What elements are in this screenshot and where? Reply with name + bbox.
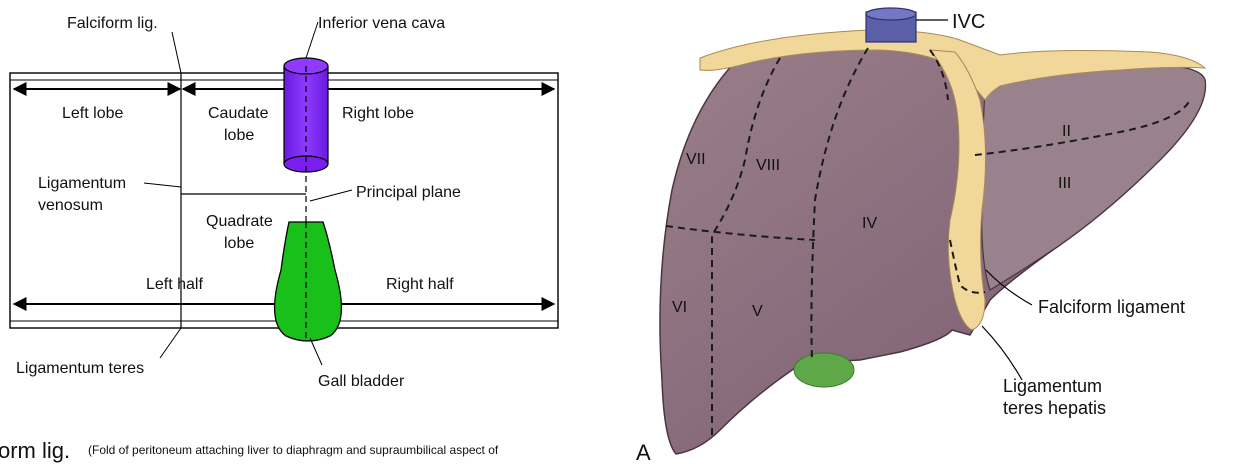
gall-bladder-label: Gall bladder [318,373,405,390]
segment-v: V [752,303,763,320]
segment-boundaries [665,47,1191,440]
falciform-ligament-label: Falciform ligament [1038,297,1185,317]
lig-teres-label: Ligamentum teres [16,360,144,377]
ivc-label-right: IVC [952,11,985,33]
segment-iv: IV [862,215,877,232]
gall-bladder-shape-right [793,352,855,388]
liver-illustration: II III IV V VI VII VIII IVC Falciform li… [636,7,1207,464]
falciform-ligament-leader [985,269,1033,306]
gall-bladder-leader [309,337,323,366]
gall-bladder-shape [273,221,343,342]
segment-vii: VII [686,151,706,168]
falciform-ligament-strip [928,49,987,331]
caudate-label-1: Caudate [208,105,269,122]
quadrate-label-1: Quadrate [206,213,273,230]
caudate-label-2: lobe [224,127,254,144]
ivc-vessel [865,7,917,43]
lig-teres-leader [159,327,182,359]
segment-ii: II [1062,123,1071,140]
lig-venosum-leader [143,182,182,188]
quadrate-label-2: lobe [224,235,254,252]
segment-viii: VIII [756,157,780,174]
lig-teres-hepatis-label-2: teres hepatis [1003,398,1106,418]
lig-venosum-label-1: Ligamentum [38,175,126,192]
falciform-label: Falciform lig. [67,15,158,32]
ivc-label: Inferior vena cava [318,15,445,32]
ivc-leader [305,21,319,59]
lig-teres-hepatis-leader [981,325,1023,381]
segment-vi: VI [672,299,687,316]
liver-left-lobe [981,63,1207,291]
caption-big: orm lig. [0,438,70,463]
liver-schematic: Falciform lig. Inferior vena cava Left l… [9,15,559,390]
principal-plane-leader [309,189,353,202]
right-lobe-label: Right lobe [342,105,414,122]
left-lobe-label: Left lobe [62,105,123,122]
segment-iii: III [1058,175,1071,192]
falciform-leader [171,31,182,74]
left-half-label: Left half [146,276,203,293]
ivc-cylinder [283,57,329,173]
lig-teres-hepatis-label-1: Ligamentum [1003,376,1102,396]
figure-letter: A [636,440,651,464]
right-half-label: Right half [386,276,454,293]
caption-small: (Fold of peritoneum attaching liver to d… [88,443,499,457]
principal-plane-label: Principal plane [356,184,461,201]
lig-venosum-label-2: venosum [38,197,103,214]
